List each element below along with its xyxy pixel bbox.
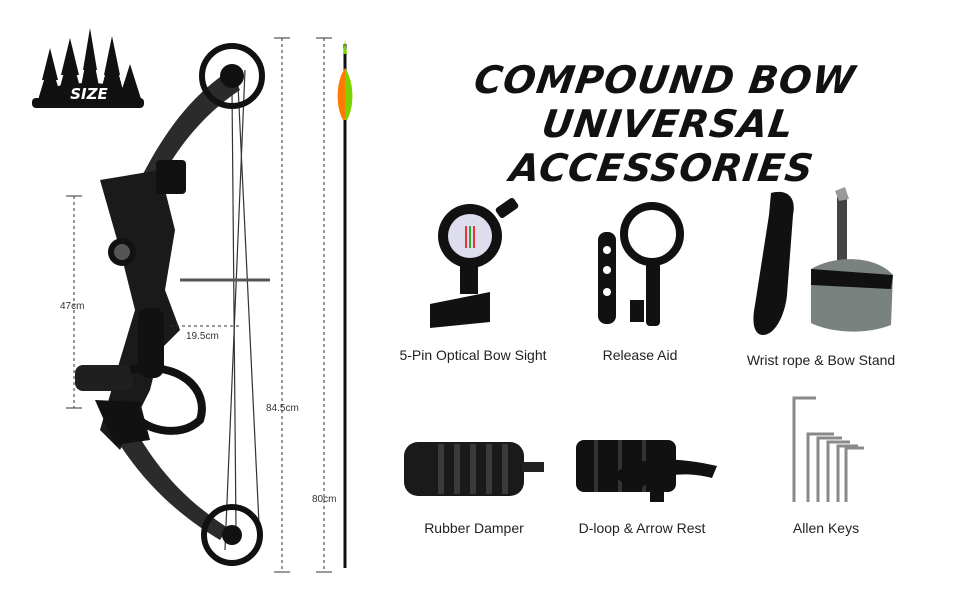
title-line-1: COMPOUND BOW: [471, 58, 859, 102]
arrow-image: [337, 40, 353, 568]
arrow-rest-icon: [576, 440, 717, 502]
rubber-damper-icon: [404, 442, 544, 496]
accessory-label-rubber-damper: Rubber Damper: [424, 520, 524, 536]
bow-sight-icon: [430, 197, 519, 328]
accessory-label-allen-keys: Allen Keys: [792, 520, 860, 536]
accessory-label-bow-sight: 5-Pin Optical Bow Sight: [399, 347, 547, 363]
dimension-arrow-label: 80cm: [312, 494, 337, 505]
size-logo: [32, 28, 144, 108]
title-line-2: UNIVERSAL ACCESSORIES: [507, 102, 817, 190]
logo-text: SIZE: [70, 85, 108, 103]
dimension-axle-label: 84.5cm: [266, 403, 299, 414]
compound-bow-image: [75, 43, 270, 566]
dimension-lines: [66, 37, 332, 573]
dimension-brace-label: 47cm: [60, 301, 85, 312]
accessory-label-wrist-rope: Wrist rope & Bow Stand: [746, 352, 896, 368]
dimension-grip-label: 19.5cm: [186, 331, 219, 342]
wrist-rope-icon: [753, 187, 893, 335]
accessory-label-arrow-rest: D-loop & Arrow Rest: [578, 520, 706, 536]
allen-keys-icon: [792, 396, 864, 502]
release-aid-icon: [598, 202, 684, 326]
accessory-label-release-aid: Release Aid: [602, 347, 678, 363]
